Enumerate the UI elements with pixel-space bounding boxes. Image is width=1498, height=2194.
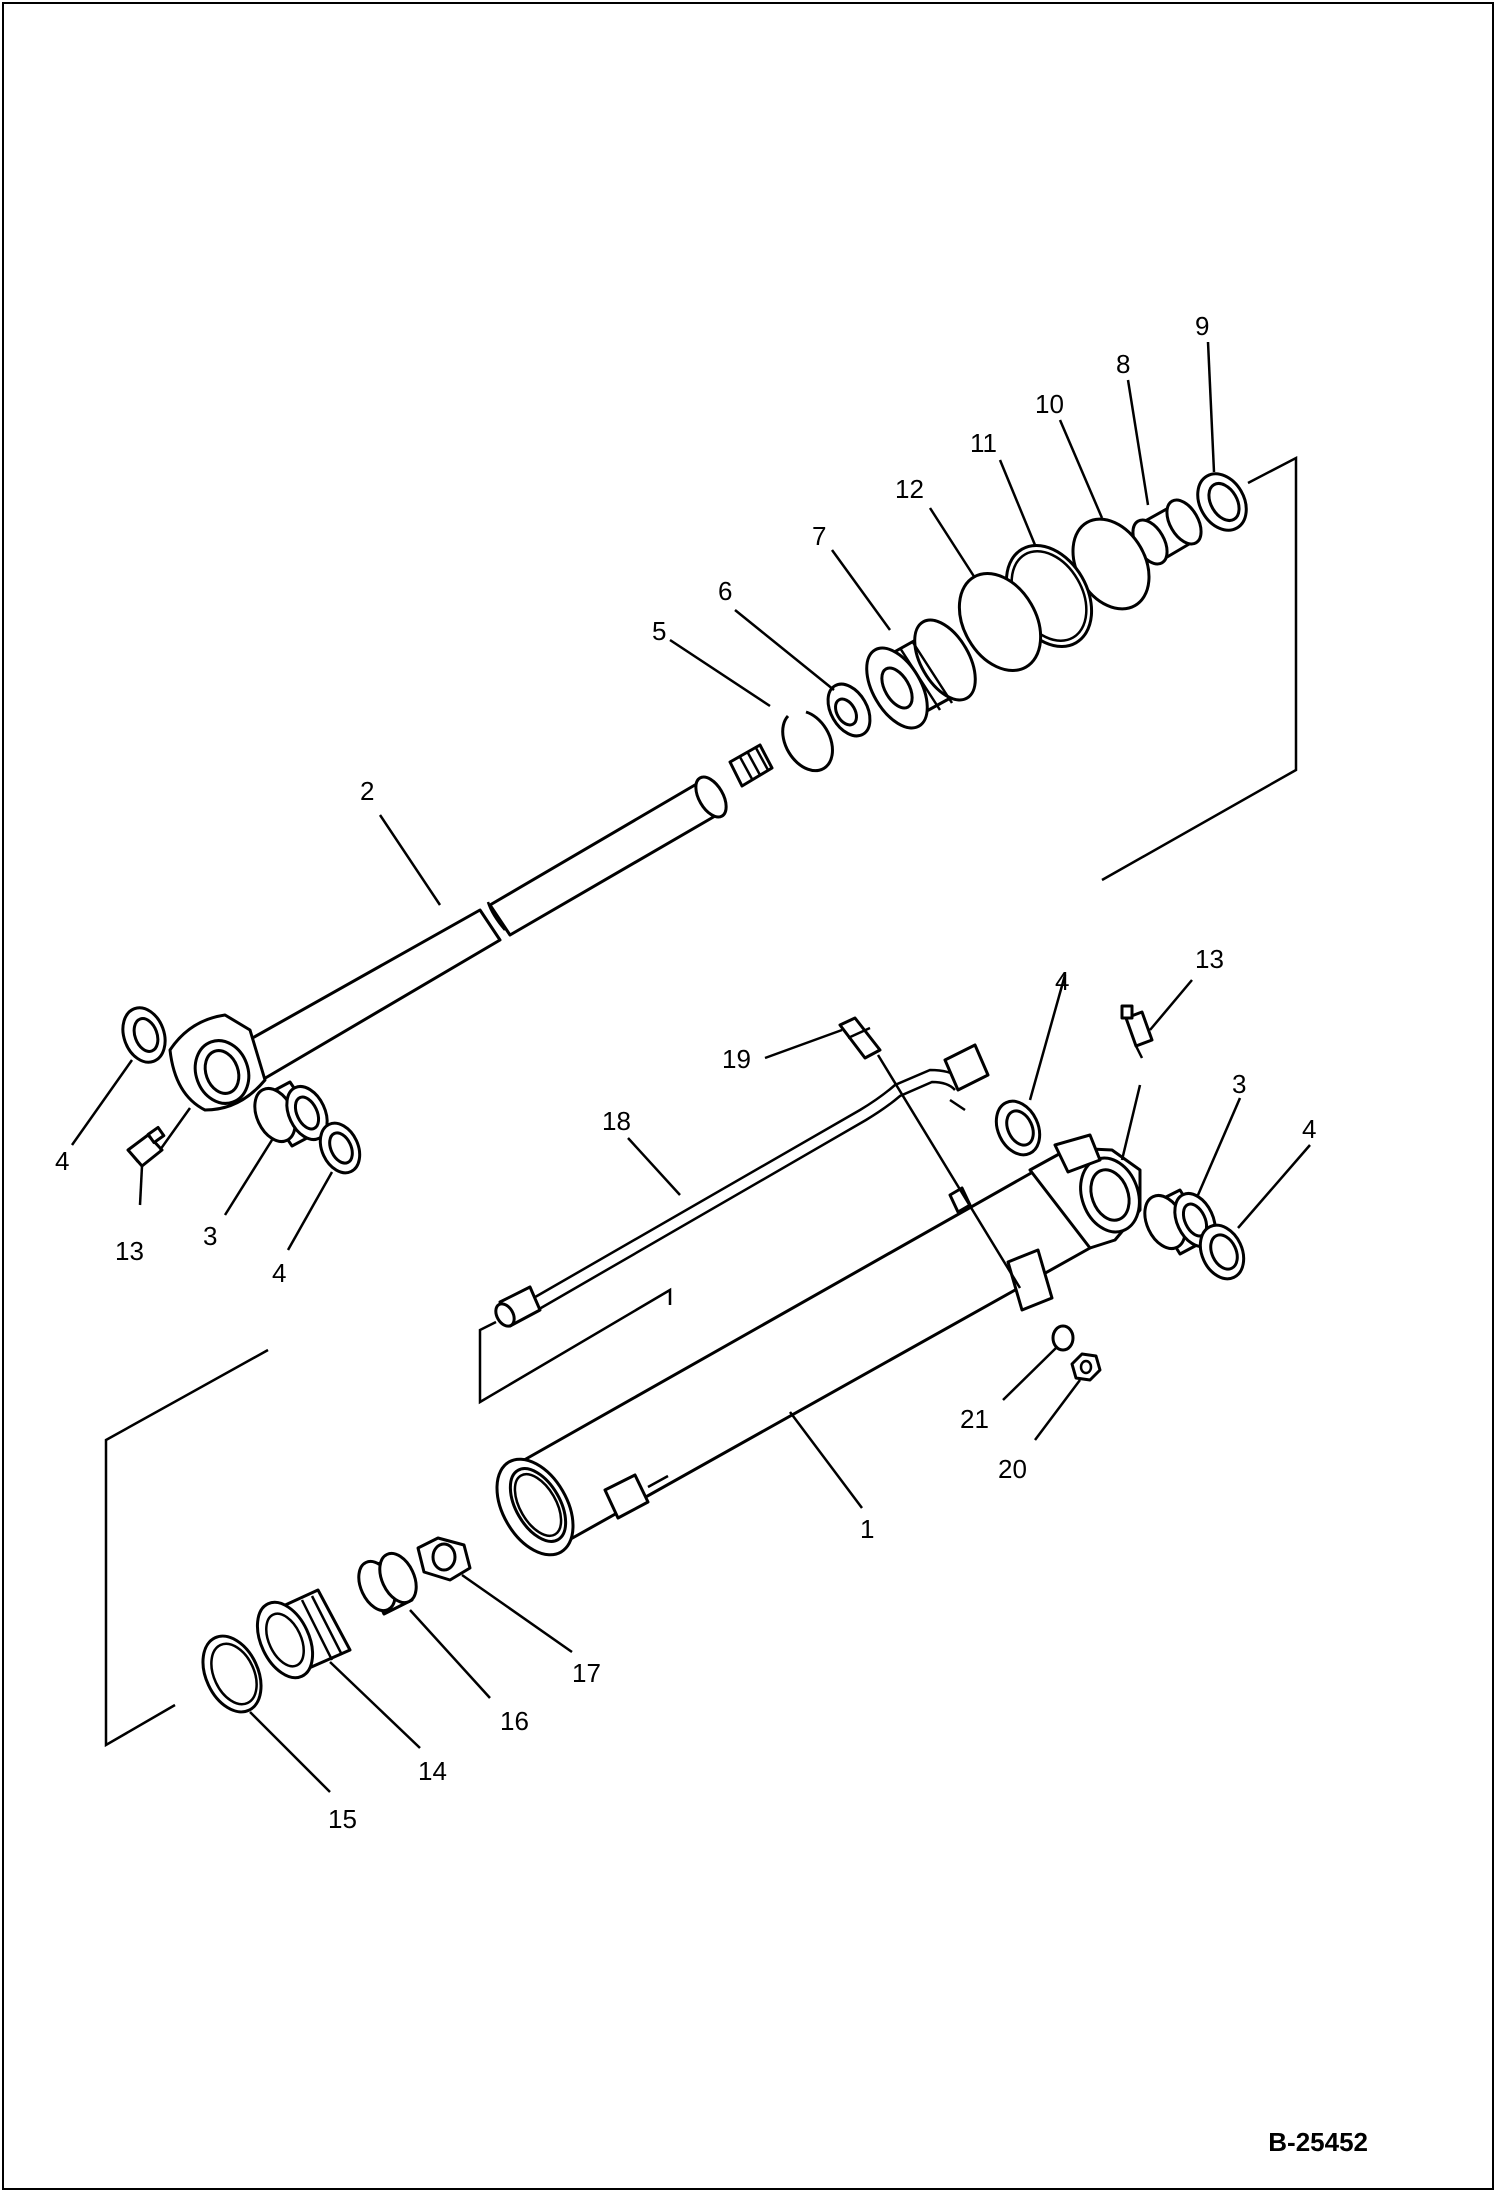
callout-13-a: 13 (115, 1236, 144, 1266)
callout-17: 17 (572, 1658, 601, 1688)
part-4-dust-seal-d (1198, 1223, 1246, 1281)
callout-14: 14 (418, 1756, 447, 1786)
leader-lines (70, 341, 1311, 1793)
callout-5: 5 (652, 616, 666, 646)
callout-4-b: 4 (272, 1258, 286, 1288)
part-16-ring (357, 1551, 418, 1616)
callout-16: 16 (500, 1706, 529, 1736)
callout-15: 15 (328, 1804, 357, 1834)
assembly-bracket-lower (104, 1348, 269, 1748)
part-2-piston-rod (168, 743, 774, 1112)
callout-10: 10 (1035, 389, 1064, 419)
callout-6: 6 (718, 576, 732, 606)
callout-7: 7 (812, 521, 826, 551)
callout-labels: 9 8 10 11 12 7 6 5 2 4 13 3 4 19 18 4 13… (55, 311, 1316, 1834)
part-6-nut (826, 682, 872, 738)
part-4-dust-seal-b (318, 1121, 362, 1175)
callout-20: 20 (998, 1454, 1027, 1484)
part-15-seal (201, 1634, 263, 1714)
pipe-bracket-plate (1006, 1248, 1054, 1312)
part-21-washer (1051, 1324, 1075, 1352)
part-17-nut (416, 1536, 472, 1582)
callout-11: 11 (970, 428, 997, 458)
part-3-bushing-a (253, 1080, 329, 1148)
callout-4-c: 4 (1055, 966, 1069, 996)
part-13-grease-fitting-b (1120, 1004, 1154, 1059)
assembly-bracket-middle (478, 1287, 672, 1405)
part-4-dust-seal-c (994, 1099, 1042, 1157)
callout-1: 1 (860, 1514, 874, 1544)
callout-19: 19 (722, 1044, 751, 1074)
part-13-grease-fitting-a (126, 1125, 166, 1168)
callout-3-b: 3 (1232, 1069, 1246, 1099)
callout-8: 8 (1116, 349, 1130, 379)
callout-18: 18 (602, 1106, 631, 1136)
callout-3-a: 3 (203, 1221, 217, 1251)
callout-12: 12 (895, 474, 924, 504)
callout-9: 9 (1195, 311, 1209, 341)
callout-4-a: 4 (55, 1146, 69, 1176)
part-20-nut (1070, 1352, 1102, 1382)
part-9-dust-seal (1196, 472, 1248, 532)
callout-13-b: 13 (1195, 944, 1224, 974)
part-5-snap-ring (781, 710, 834, 773)
callout-4-d: 4 (1302, 1114, 1316, 1144)
part-4-dust-seal-a (121, 1006, 167, 1064)
drawing-number: B-25452 (1268, 2127, 1368, 2157)
assembly-bracket-upper (1101, 455, 1298, 882)
part-7-piston (865, 618, 977, 730)
part-14-piston (255, 1588, 352, 1680)
callout-2: 2 (360, 776, 374, 806)
part-1-cylinder-tube (495, 1133, 1142, 1557)
callout-21: 21 (960, 1404, 989, 1434)
part-19-clamp (838, 1016, 882, 1060)
